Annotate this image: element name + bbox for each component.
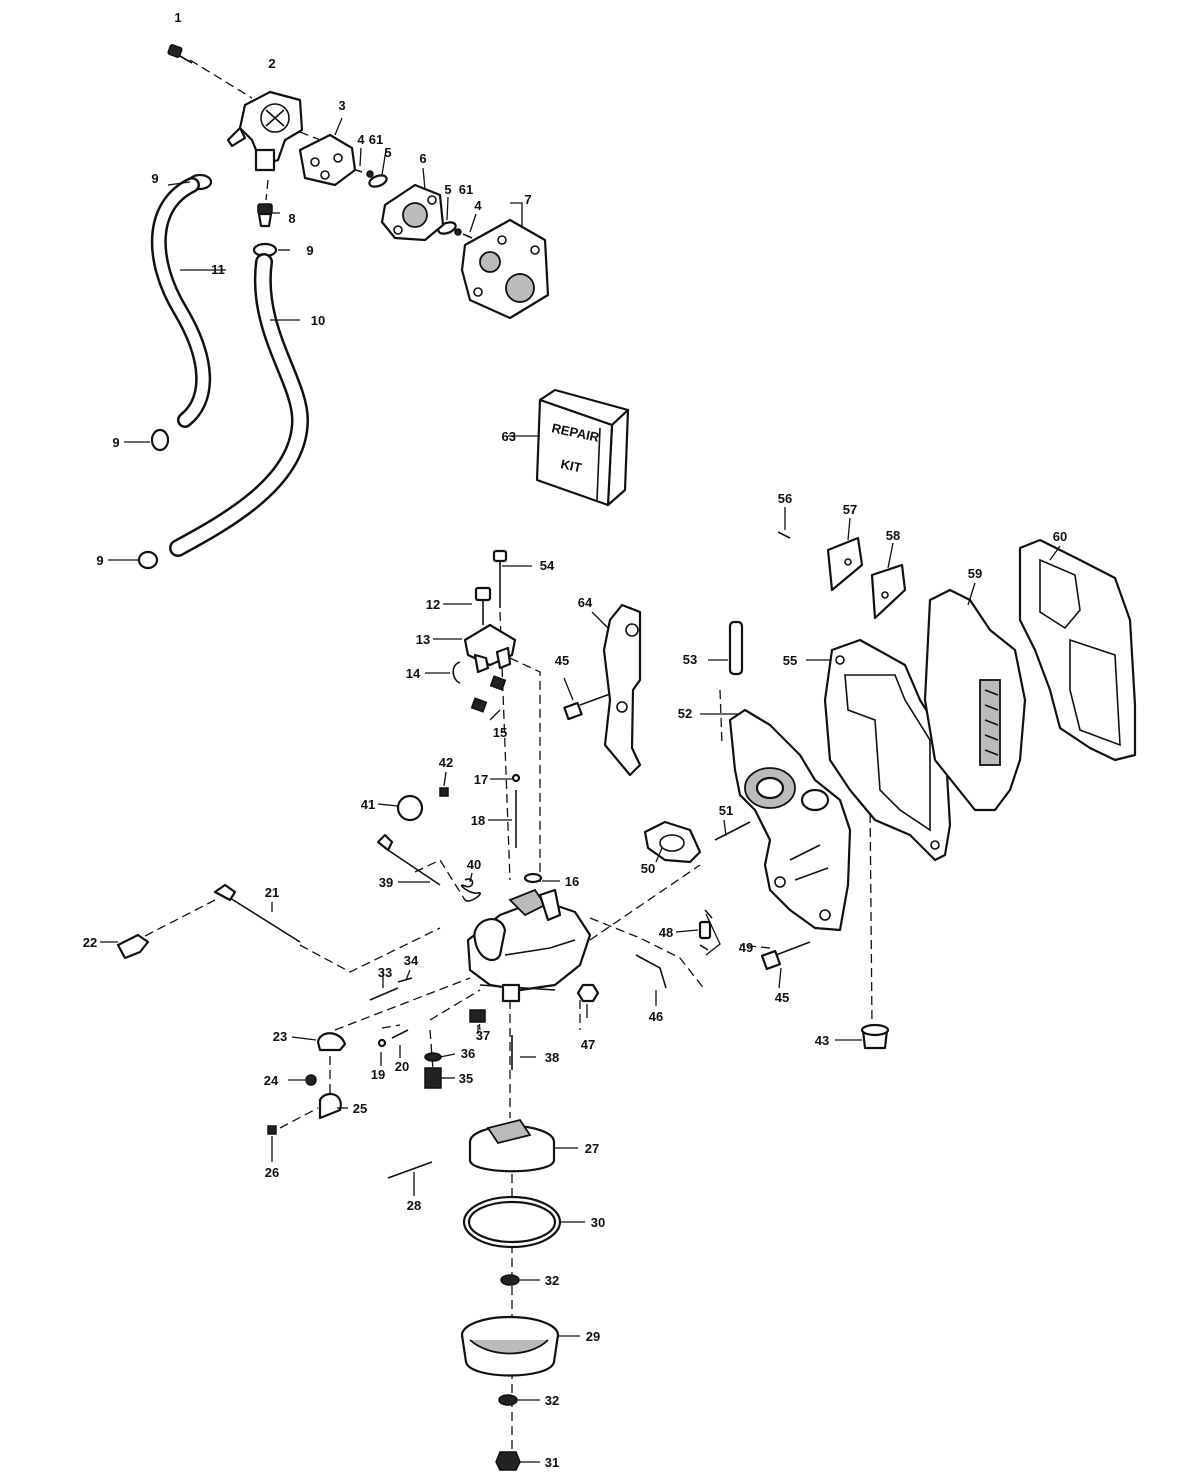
intake-manifold-group — [728, 531, 1137, 932]
callout-49: 49 — [739, 940, 753, 955]
callout-43: 43 — [815, 1033, 829, 1048]
callout-35: 35 — [459, 1071, 473, 1086]
callout-51: 51 — [719, 803, 733, 818]
callout-20: 20 — [395, 1059, 409, 1074]
callout-19: 19 — [371, 1067, 385, 1082]
callout-2: 2 — [268, 56, 275, 71]
callout-42: 42 — [439, 755, 453, 770]
callout-28: 28 — [407, 1198, 421, 1213]
callout-60: 60 — [1053, 529, 1067, 544]
callout-34: 34 — [404, 953, 419, 968]
leader-lines — [100, 117, 1061, 1463]
callout-9c: 9 — [112, 435, 119, 450]
callout-13: 13 — [416, 632, 430, 647]
callout-45b: 45 — [775, 990, 789, 1005]
callout-40: 40 — [467, 857, 481, 872]
callout-23: 23 — [273, 1029, 287, 1044]
callout-57: 57 — [843, 502, 857, 517]
callout-22: 22 — [83, 935, 97, 950]
callout-7: 7 — [524, 192, 531, 207]
callout-61b: 61 — [459, 182, 473, 197]
callout-50: 50 — [641, 861, 655, 876]
callout-29: 29 — [586, 1329, 600, 1344]
callout-1: 1 — [174, 10, 181, 25]
repair-kit-label-line2: KIT — [559, 456, 583, 475]
callout-14: 14 — [406, 666, 421, 681]
callout-9b: 9 — [306, 243, 313, 258]
callout-45a: 45 — [555, 653, 569, 668]
callout-8: 8 — [288, 211, 295, 226]
callout-27: 27 — [585, 1141, 599, 1156]
callout-5a: 5 — [384, 145, 391, 160]
callout-59: 59 — [968, 566, 982, 581]
screw-part-1 — [167, 44, 193, 64]
callout-32b: 32 — [545, 1393, 559, 1408]
callout-3: 3 — [338, 98, 345, 113]
callout-61a: 61 — [369, 132, 383, 147]
callout-53: 53 — [683, 652, 697, 667]
carburetor-body-group — [116, 773, 890, 1471]
small-fasteners-upper — [355, 169, 473, 239]
callout-64: 64 — [578, 595, 593, 610]
callout-63: 63 — [502, 429, 516, 444]
callout-38: 38 — [545, 1050, 559, 1065]
callout-36: 36 — [461, 1046, 475, 1061]
callout-32a: 32 — [545, 1273, 559, 1288]
callout-17: 17 — [474, 772, 488, 787]
callout-33: 33 — [378, 965, 392, 980]
callout-56: 56 — [778, 491, 792, 506]
callout-15: 15 — [493, 725, 507, 740]
callout-46: 46 — [649, 1009, 663, 1024]
callout-26: 26 — [265, 1165, 279, 1180]
callout-4a: 4 — [357, 132, 365, 147]
callout-52: 52 — [678, 706, 692, 721]
callout-39: 39 — [379, 875, 393, 890]
hose-fitting-part-8 — [257, 203, 273, 228]
callout-18: 18 — [471, 813, 485, 828]
callout-4b: 4 — [474, 198, 482, 213]
pump-diaphragm-part-7 — [460, 218, 550, 320]
repair-kit-box-part-63: REPAIR KIT — [535, 388, 630, 507]
callout-55: 55 — [783, 653, 797, 668]
throttle-linkage-group — [452, 549, 642, 777]
callout-24: 24 — [264, 1073, 279, 1088]
callout-47: 47 — [581, 1037, 595, 1052]
callout-31: 31 — [545, 1455, 559, 1470]
pump-gasket-part-3 — [298, 133, 357, 187]
callout-58: 58 — [886, 528, 900, 543]
callout-48: 48 — [659, 925, 673, 940]
callout-30: 30 — [591, 1215, 605, 1230]
callout-37: 37 — [476, 1028, 490, 1043]
callout-16: 16 — [565, 874, 579, 889]
fuel-pump-group — [137, 44, 550, 570]
callout-25: 25 — [353, 1101, 367, 1116]
callout-labels: 1 2 3 4 61 5 6 5 61 4 7 9 8 9 11 10 9 9 … — [83, 10, 1067, 1470]
callout-5b: 5 — [444, 182, 451, 197]
callout-6: 6 — [419, 151, 426, 166]
pump-cover-part-6 — [380, 183, 445, 242]
callout-41: 41 — [361, 797, 375, 812]
callout-21: 21 — [265, 885, 279, 900]
callout-9d: 9 — [96, 553, 103, 568]
callout-9a: 9 — [151, 171, 158, 186]
callout-10: 10 — [311, 313, 325, 328]
callout-54: 54 — [540, 558, 555, 573]
callout-12: 12 — [426, 597, 440, 612]
fuel-pump-body-part-2 — [226, 90, 304, 172]
callout-11: 11 — [211, 262, 225, 277]
